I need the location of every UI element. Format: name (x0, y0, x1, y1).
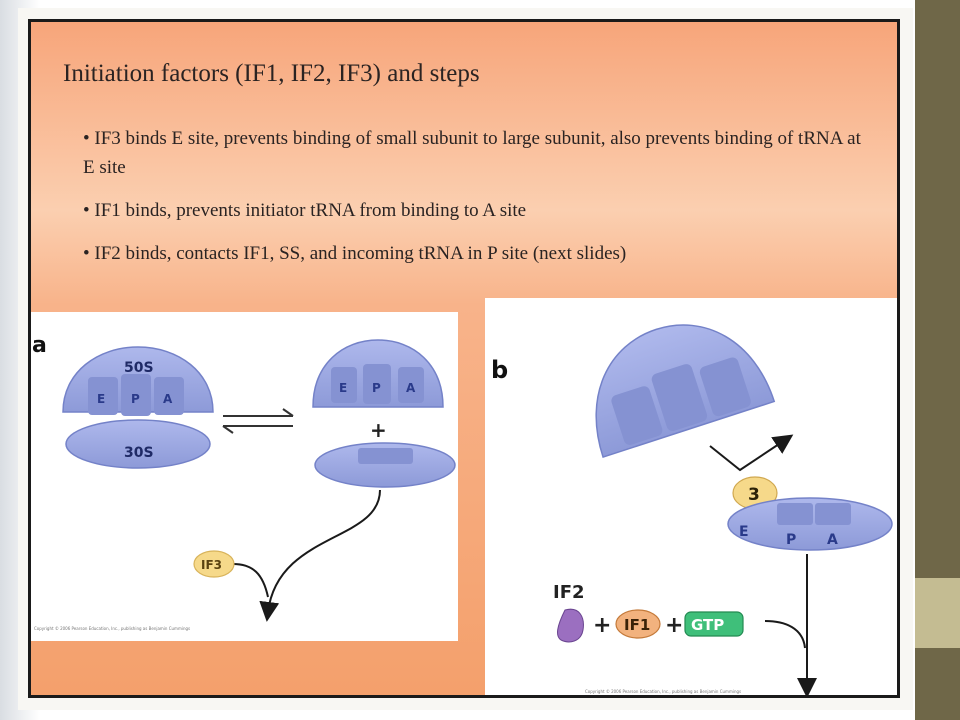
free-site-p-label: P (372, 381, 381, 395)
gtp-badge (684, 611, 744, 637)
site-p-label: P (131, 392, 140, 406)
figure-a: a 50S E P A 30S (31, 312, 458, 641)
if2-label: IF2 (553, 582, 585, 603)
slide-content-panel: Initiation factors (IF1, IF2, IF3) and s… (28, 19, 900, 698)
figure-a-copyright: Copyright © 2006 Pearson Education, Inc.… (34, 626, 190, 631)
site-p-pocket (121, 374, 151, 416)
label-30s: 30S (124, 445, 154, 461)
bullet-if2: IF2 binds, contacts IF1, SS, and incomin… (83, 239, 873, 268)
site-e-pocket (88, 377, 118, 415)
if2-protein-icon (557, 608, 584, 643)
site-p-label-b: P (786, 532, 796, 548)
factors-joining-arrow (764, 620, 806, 649)
free-site-e-label: E (339, 381, 347, 395)
figure-b: b 3 E P A IF2 (485, 298, 897, 695)
free-site-a-label: A (406, 381, 416, 395)
equilibrium-arrows-icon (222, 408, 294, 434)
gtp-label: GTP (691, 616, 724, 634)
bullet-if3: IF3 binds E site, prevents binding of sm… (83, 124, 873, 182)
bullet-list: IF3 binds E site, prevents binding of sm… (83, 124, 873, 282)
small-subunit-30s (65, 419, 211, 469)
departing-large-subunit (595, 324, 776, 459)
theme-side-accent (915, 578, 960, 648)
site-e-label: E (97, 392, 105, 406)
site-a-label-b: A (827, 532, 838, 548)
figure-a-label: a (32, 333, 47, 358)
if1-label: IF1 (624, 616, 650, 634)
free-small-subunit (314, 442, 456, 488)
pathway-arrow (259, 489, 381, 622)
slide-title: Initiation factors (IF1, IF2, IF3) and s… (63, 60, 480, 87)
site-a-pocket (154, 377, 184, 415)
site-e-label-b: E (739, 524, 749, 540)
if3-badge (193, 550, 235, 578)
site-a-label: A (163, 392, 173, 406)
figure-b-diagram: b 3 E P A IF2 (491, 324, 893, 695)
label-50s: 50S (124, 360, 154, 376)
if3-joining-arrow (232, 563, 269, 598)
if1-badge (615, 609, 661, 639)
plus-sign-2: + (665, 613, 683, 638)
plus-sign: + (370, 418, 387, 442)
dissociation-arrow (709, 434, 794, 472)
assembled-ribosome: 50S E P A 30S (62, 346, 214, 469)
figure-b-copyright: Copyright © 2006 Pearson Education, Inc.… (585, 689, 741, 694)
plus-sign-1: + (593, 613, 611, 638)
if3-label: IF3 (201, 558, 222, 572)
if3-number: 3 (748, 485, 760, 505)
dissociated-subunits: E P A + (312, 339, 456, 488)
bullet-if1: IF1 binds, prevents initiator tRNA from … (83, 196, 873, 225)
figure-b-label: b (491, 356, 508, 384)
figure-a-diagram: a 50S E P A 30S (32, 333, 456, 631)
